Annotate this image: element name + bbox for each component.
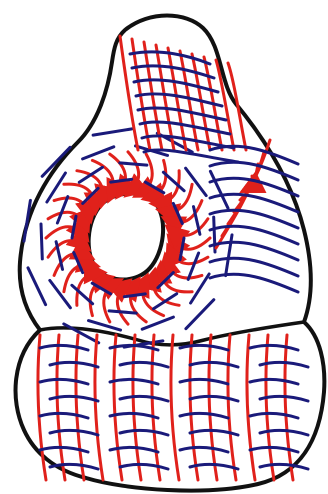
- swirl-dash: [41, 224, 42, 259]
- inner-hole: [89, 194, 163, 280]
- swirl-dash: [214, 217, 215, 252]
